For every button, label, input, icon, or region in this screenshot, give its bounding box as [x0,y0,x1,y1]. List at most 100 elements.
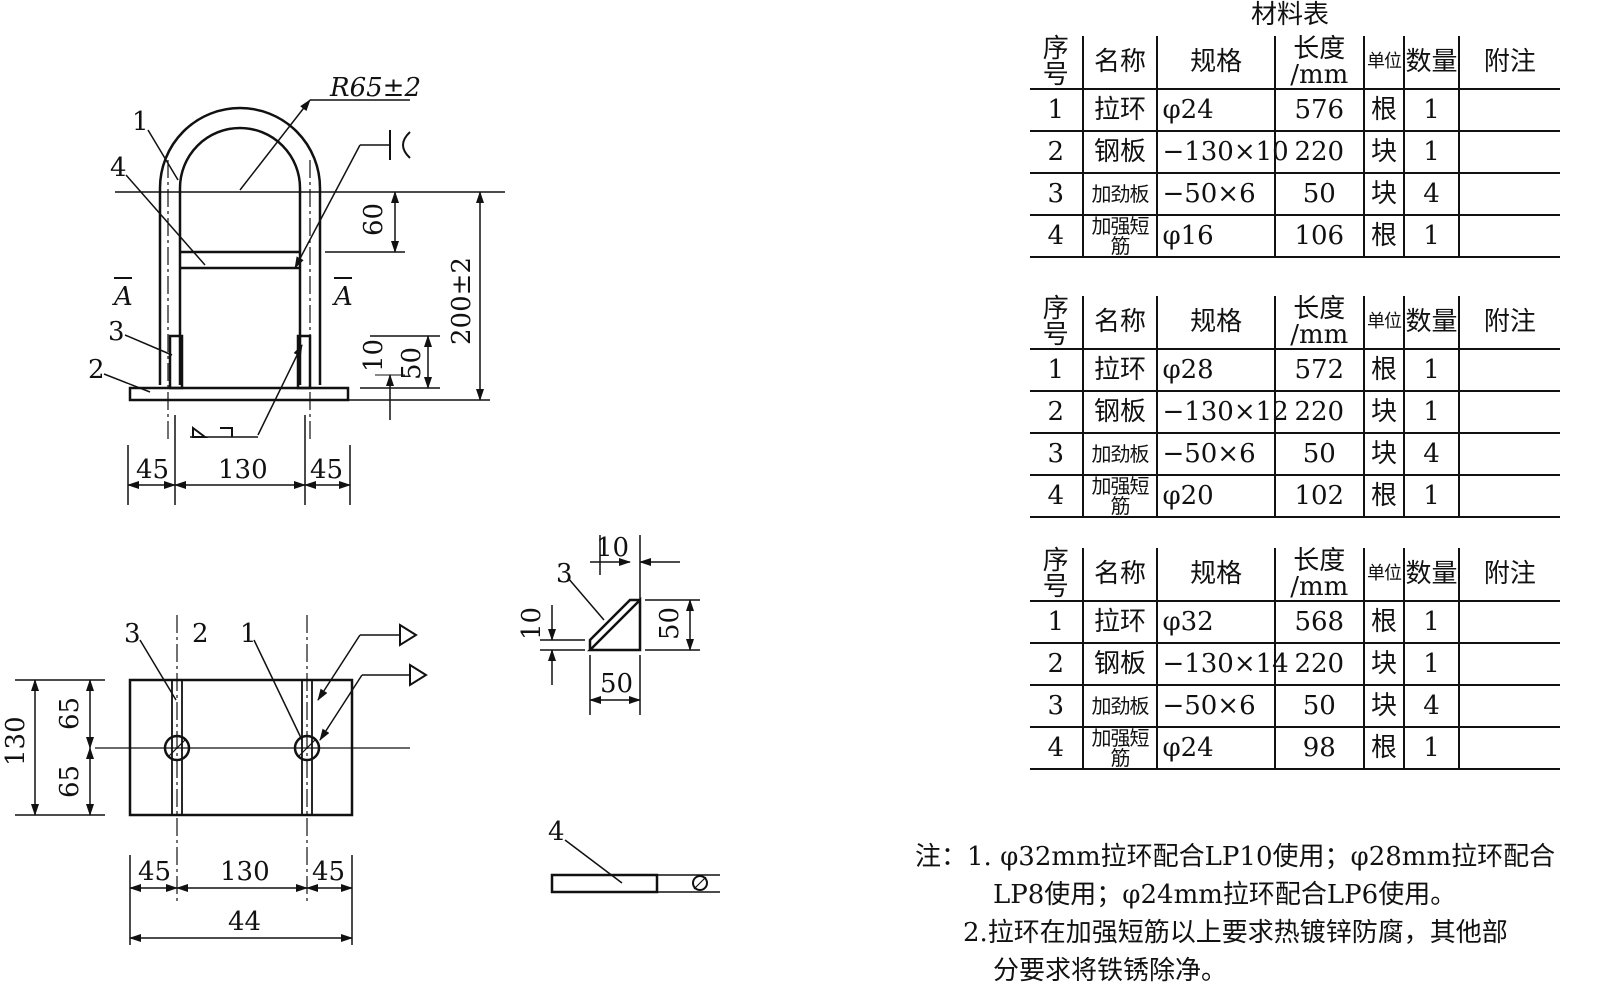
table-cell: 1 [1403,131,1459,174]
table-cell: −50×6 [1156,685,1275,728]
table-cell: 220 [1273,131,1364,174]
bar-body [550,873,659,894]
length-header-bottom: /mm [1290,320,1349,350]
table-cell: 1 [1403,349,1459,392]
table-cell: 加劲板 [1081,173,1158,216]
section-mark-right: A [332,282,353,312]
table-cell: 加强短筋 [1081,727,1158,770]
table-cell [1457,601,1560,644]
table-cell: 块 [1362,131,1405,174]
table-cell: 1 [1403,391,1459,434]
radius-label: R65±2 [329,73,421,103]
length-header-bottom: /mm [1290,60,1349,90]
table-cell: 加劲板 [1081,685,1158,728]
plan-dim-half-top: 65 [55,697,85,730]
table-header-cell: 长度/mm [1273,548,1364,602]
table-cell: 钢板 [1081,391,1158,434]
table-header-cell: 单位 [1362,296,1405,350]
table-cell: 块 [1362,685,1405,728]
table-cell: 拉环 [1081,349,1158,392]
table-cell: 根 [1362,727,1405,770]
table-cell: 102 [1273,475,1364,518]
dim-small-b: 50 [397,347,427,380]
table-cell [1457,131,1560,174]
table-cell: 3 [1030,685,1083,728]
part-label-3: 3 [108,317,125,347]
plan-label-3: 3 [124,619,141,649]
table-cell: 根 [1362,475,1405,518]
section-mark-left: A [112,282,133,312]
length-header-top: 长度 [1293,294,1346,324]
table-header-cell: 附注 [1457,296,1560,350]
table-cell [1457,391,1560,434]
table-cell: 块 [1362,643,1405,686]
stiffener-left [168,334,184,390]
table-cell: 块 [1362,391,1405,434]
part-label-1: 1 [132,107,149,137]
dim-right: 45 [310,455,343,485]
table-header-cell: 名称 [1081,548,1158,602]
table-cell: 拉环 [1081,601,1158,644]
table-cell: 50 [1273,173,1364,216]
table-cell: 根 [1362,349,1405,392]
table-header-cell: 数量 [1403,36,1459,90]
table-cell: 1 [1403,475,1459,518]
table-cell: 2 [1030,131,1083,174]
table-cell: 4 [1403,433,1459,476]
length-header-bottom: /mm [1290,572,1349,602]
plan-dim-half-bottom: 65 [55,765,85,798]
ring-inner [178,126,302,385]
bar-detail [550,839,720,894]
table-cell [1457,173,1560,216]
table-cell: 1 [1403,89,1459,132]
table-cell: 4 [1403,173,1459,216]
table-cell: −130×10 [1156,131,1289,174]
stiffener-detail [540,535,700,715]
detail-dim-top: 10 [596,533,629,563]
bar-label-4: 4 [548,817,565,847]
table-header-cell: 单位 [1362,548,1405,602]
table-header-cell: 数量 [1403,548,1459,602]
plan-dim-right: 45 [312,857,345,887]
table-cell: φ20 [1156,475,1275,518]
table-cell: 1 [1403,727,1459,770]
table-cell: 拉环 [1081,89,1158,132]
table-cell: 568 [1273,601,1364,644]
plan-label-2: 2 [192,619,209,649]
detail-dim-bottom: 50 [600,669,633,699]
table-cell [1457,215,1560,258]
table-cell: 4 [1030,727,1083,770]
table-header-cell: 单位 [1362,36,1405,90]
table-cell: φ24 [1156,89,1275,132]
table-header-cell: 规格 [1156,36,1275,90]
table-cell: 1 [1403,601,1459,644]
dim-middle: 130 [218,455,268,485]
front-view [103,99,505,505]
table-cell: 106 [1273,215,1364,258]
dim-left: 45 [136,455,169,485]
table-cell: 1 [1030,349,1083,392]
table-cell: 块 [1362,173,1405,216]
table-cell: 加劲板 [1081,433,1158,476]
table-cell [1457,89,1560,132]
table-header-cell: 数量 [1403,296,1459,350]
table-cell: 220 [1273,643,1364,686]
part-label-2: 2 [88,355,105,385]
table-cell [1457,685,1560,728]
table-cell: 1 [1030,601,1083,644]
table-cell: −130×12 [1156,391,1289,434]
base-plate [128,386,350,402]
